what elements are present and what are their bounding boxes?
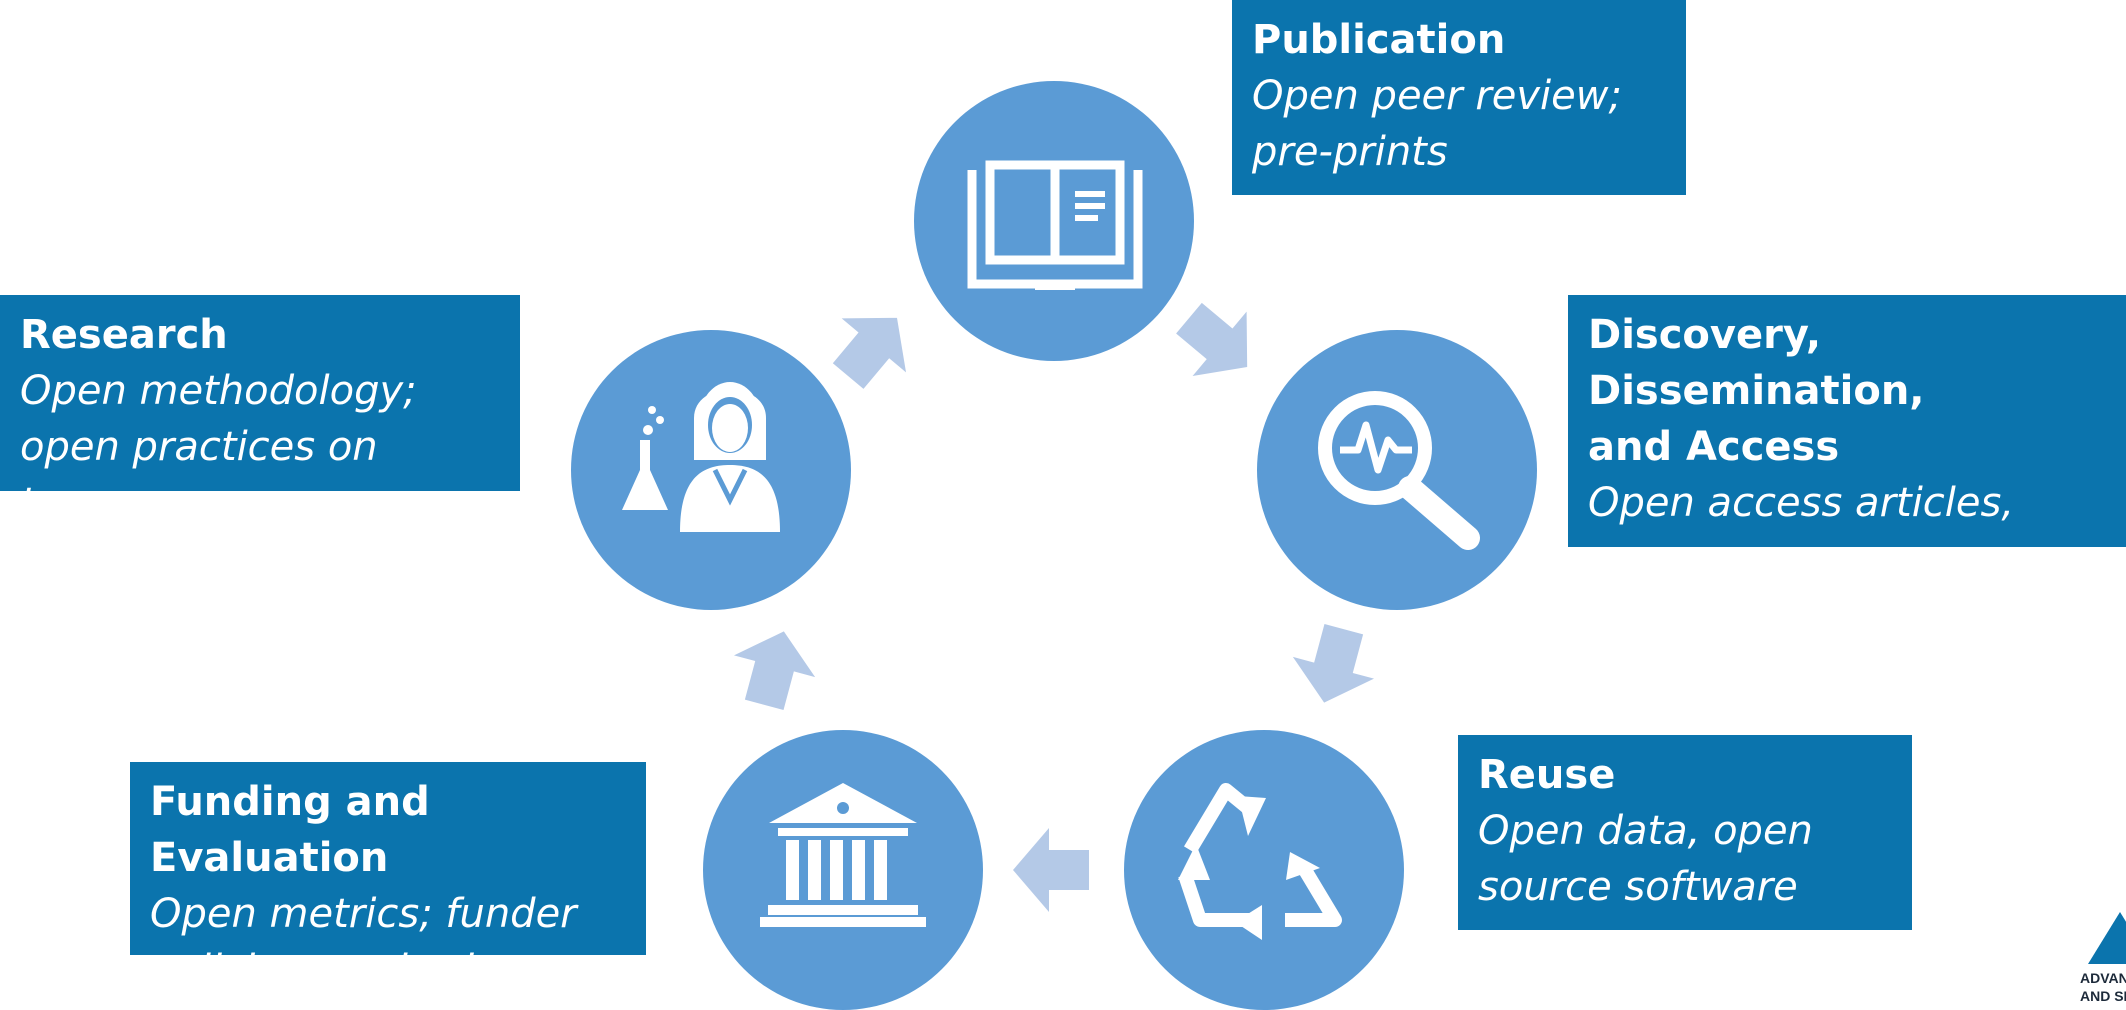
research-label-box: Research Open methodology; open practice… xyxy=(0,295,520,526)
arrow-research-to-publication xyxy=(832,317,907,389)
logo-text-line-1: ADVAN xyxy=(2080,970,2126,986)
funding-desc-line-1: Open metrics; funder xyxy=(150,891,577,937)
reuse-label-box: Reuse Open data, open source software xyxy=(1458,735,1912,930)
logo-mark-icon xyxy=(2088,912,2126,964)
funding-label-box: Funding and Evaluation Open metrics; fun… xyxy=(130,762,646,993)
recycle-icon xyxy=(1178,783,1342,940)
publication-desc-line-2: pre-prints xyxy=(1252,129,1448,175)
scientist-icon xyxy=(622,382,780,532)
research-desc-line-1: Open methodology; xyxy=(20,368,417,414)
funding-desc-line-2: policies on sharing xyxy=(150,947,525,993)
open-book-icon xyxy=(967,160,1143,290)
funding-title: Funding and Evaluation xyxy=(150,779,430,881)
arrow-funding-to-research xyxy=(733,631,816,711)
arrow-discovery-to-reuse xyxy=(1292,623,1375,703)
reuse-title: Reuse xyxy=(1478,752,1616,798)
discovery-desc-line-2: education xyxy=(1588,592,1787,638)
publication-desc-line-1: Open peer review; xyxy=(1252,73,1622,119)
reuse-desc-line-2: source software xyxy=(1478,864,1798,910)
logo-text-line-2: AND SP xyxy=(2080,988,2126,1004)
discovery-title-line-2: and Access xyxy=(1588,424,1840,470)
research-desc-line-2: open practices on teams xyxy=(20,424,378,526)
magnifier-pulse-icon xyxy=(1318,391,1480,550)
reuse-desc-line-1: Open data, open xyxy=(1478,808,1813,854)
reuse-circle xyxy=(1124,730,1404,1010)
publication-title: Publication xyxy=(1252,17,1506,63)
publication-label-box: Publication Open peer review; pre-prints xyxy=(1232,0,1686,195)
discovery-label-box: Discovery, Dissemination, and Access Ope… xyxy=(1568,295,2126,638)
arrow-reuse-to-funding xyxy=(1013,828,1089,912)
research-title: Research xyxy=(20,312,228,358)
discovery-circle xyxy=(1257,330,1537,610)
arrow-publication-to-discovery xyxy=(1176,302,1248,377)
institution-building-icon xyxy=(760,783,926,927)
discovery-desc-line-1: Open access articles, open xyxy=(1588,480,2015,582)
discovery-title-line-1: Discovery, Dissemination, xyxy=(1588,312,1925,414)
organization-logo: ADVAN AND SP xyxy=(2080,912,2126,1010)
